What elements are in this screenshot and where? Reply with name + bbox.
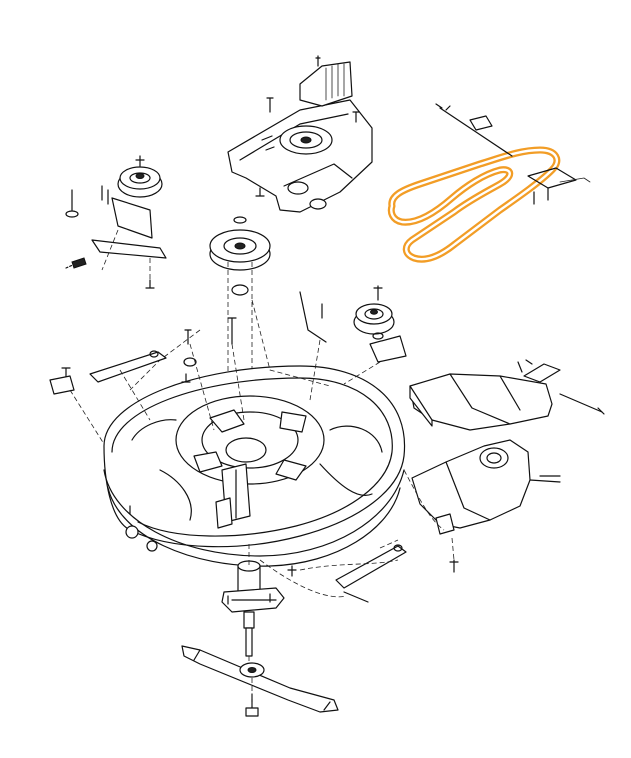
mower-blade[interactable] [181,645,339,717]
idler-pulley-right[interactable] [299,285,407,363]
idler-pulley-upper-left[interactable] [65,155,167,289]
belt-guide-assembly [435,103,591,205]
lower-linkage-rod [259,539,407,603]
discharge-chute-lower [403,439,561,573]
discharge-chute-upper [409,359,605,431]
drive-belt[interactable] [387,146,561,263]
left-side-linkage [49,350,167,445]
mower-deck-housing [103,299,406,577]
deck-cover [227,55,373,213]
blade-spindle-assembly[interactable] [221,544,285,666]
center-drive-pulley[interactable] [209,216,271,412]
